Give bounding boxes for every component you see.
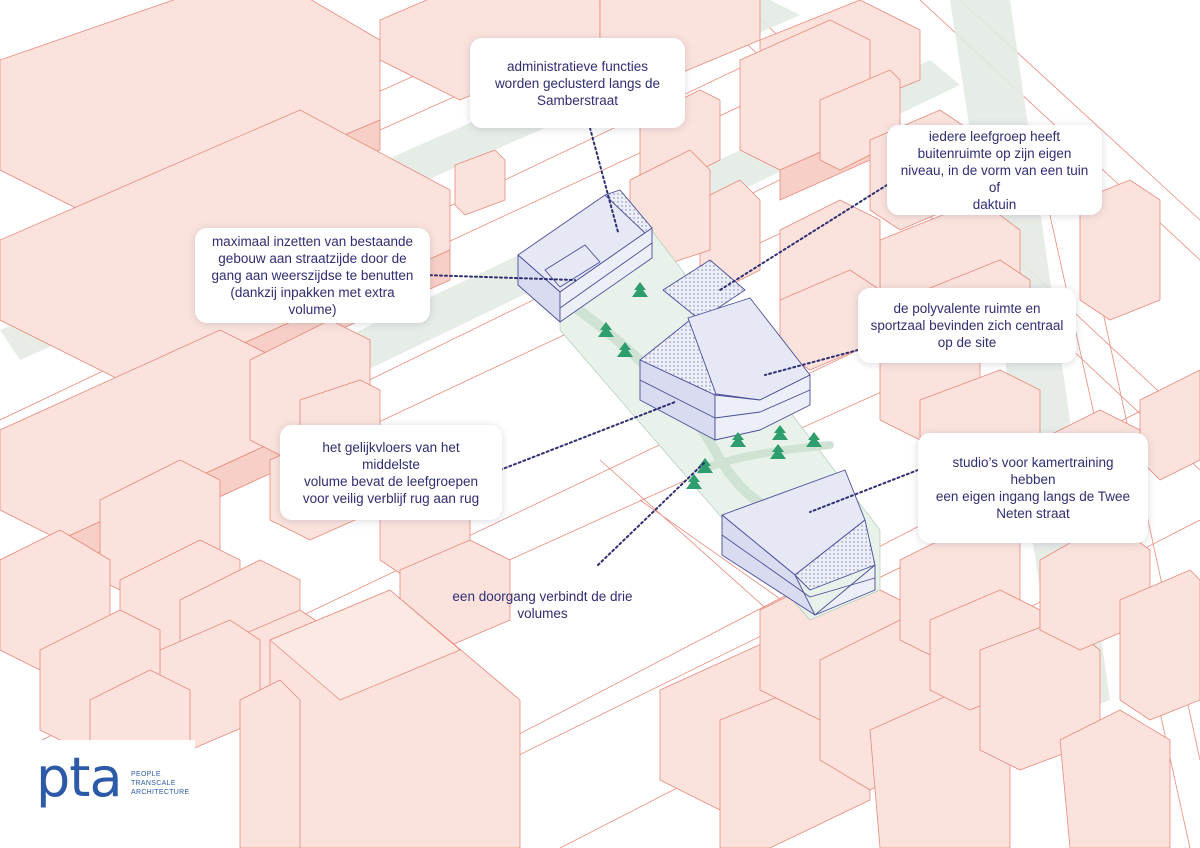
trees (598, 282, 822, 489)
tree (772, 425, 788, 440)
logo-line-people: PEOPLE (131, 771, 161, 778)
tree (632, 282, 648, 297)
leader-gelijkvloers (499, 401, 676, 471)
leader-lines (424, 127, 919, 566)
tree (806, 432, 822, 447)
callout-administratieve-functies: administratieve functies worden gecluste… (470, 38, 685, 128)
callout-gelijkvloers: het gelijkvloers van het middelste volum… (280, 425, 502, 520)
tree (770, 444, 786, 459)
logo-panel (0, 740, 195, 840)
tree (617, 342, 633, 357)
callout-leefgroep-buitenruimte: iedere leefgroep heeft buitenruimte op z… (887, 125, 1102, 215)
project-volumes (517, 189, 876, 616)
leader-admin (589, 127, 619, 233)
admin-volume (517, 189, 653, 323)
callout-doorgang: een doorgang verbindt de drie volumes (452, 589, 633, 621)
callout-polyvalente-ruimte: de polyvalente ruimte en sportzaal bevin… (858, 288, 1076, 363)
logo-line-architecture: ARCHITECTURE (131, 789, 190, 796)
tree (686, 474, 702, 489)
tree (730, 432, 746, 447)
leader-leefgroep (719, 184, 888, 291)
callout-bestaande-gebouw: maximaal inzetten van bestaande gebouw a… (195, 228, 430, 323)
leader-doorgang (597, 461, 706, 566)
leader-polyvalent (764, 349, 859, 376)
callout-studios: studio’s voor kamertraining hebben een e… (918, 433, 1148, 543)
pta-logo: pta (36, 746, 123, 809)
tree (697, 458, 713, 473)
tree (598, 322, 614, 337)
studio-volume (721, 469, 876, 616)
logo-wordmark: PEOPLE TRANSCALE ARCHITECTURE (131, 770, 189, 797)
middle-volume (639, 259, 811, 441)
leader-studios (809, 469, 919, 513)
leader-bestaande (424, 274, 576, 281)
logo-line-transcale: TRANSCALE (131, 780, 176, 787)
